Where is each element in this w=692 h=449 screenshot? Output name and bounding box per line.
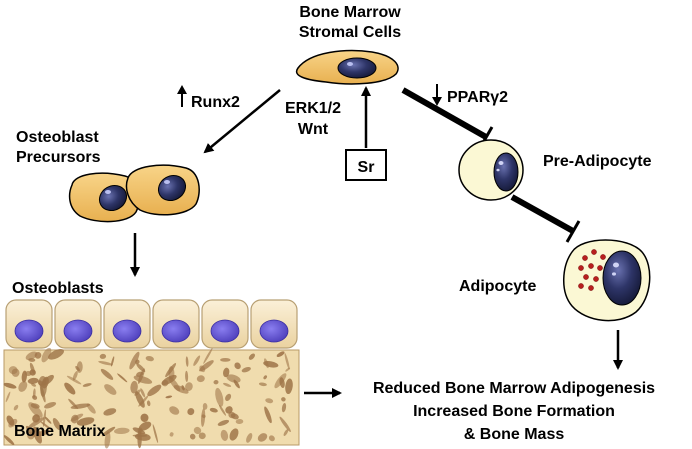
lipid-droplet-icon bbox=[591, 249, 597, 255]
osteoblast-cell bbox=[250, 299, 298, 349]
runx2-label: Runx2 bbox=[191, 94, 240, 111]
bmsc-title-line2: Stromal Cells bbox=[299, 24, 401, 41]
arrow-to-osteoblast-precursors bbox=[203, 89, 281, 154]
lipid-droplets bbox=[578, 249, 606, 291]
osteoblasts-label: Osteoblasts bbox=[12, 280, 104, 297]
sr-label: Sr bbox=[358, 159, 375, 176]
lipid-droplet-icon bbox=[588, 263, 594, 269]
osteoblast-precursors-line2: Precursors bbox=[16, 149, 101, 166]
lipid-droplet-icon bbox=[578, 265, 584, 271]
adipocyte-label: Adipocyte bbox=[459, 278, 536, 295]
lipid-droplet-icon bbox=[597, 265, 603, 271]
lipid-droplet-icon bbox=[600, 254, 606, 260]
osteoblast-precursor-cell bbox=[68, 172, 140, 223]
inhibition-to-adipocyte bbox=[510, 194, 581, 243]
osteoblast-precursors-line1: Osteoblast bbox=[16, 129, 99, 146]
pre-adipocyte-cell bbox=[458, 139, 524, 201]
ppar-down-arrow-icon bbox=[432, 84, 442, 106]
osteoblast-precursor-cell bbox=[125, 164, 200, 216]
bone-matrix-label: Bone Matrix bbox=[14, 423, 106, 440]
adipocyte-cell bbox=[563, 239, 651, 322]
osteoblast-cell bbox=[152, 299, 200, 349]
ppar-label: PPARγ2 bbox=[447, 89, 508, 106]
osteoblast-cell bbox=[201, 299, 249, 349]
pre-adipocyte-label: Pre-Adipocyte bbox=[543, 153, 652, 170]
lipid-droplet-icon bbox=[582, 255, 588, 261]
runx2-up-arrow-icon bbox=[177, 85, 187, 107]
lipid-droplet-icon bbox=[593, 276, 599, 282]
sr-box bbox=[345, 149, 387, 181]
outcome-line1: Reduced Bone Marrow Adipogenesis bbox=[373, 380, 655, 397]
osteoblast-cell bbox=[103, 299, 151, 349]
wnt-label: Wnt bbox=[298, 121, 329, 138]
lipid-droplet-icon bbox=[583, 274, 589, 280]
lipid-droplet-icon bbox=[578, 283, 584, 289]
outcome-line2: Increased Bone Formation bbox=[413, 403, 615, 420]
osteoblast-row bbox=[5, 299, 298, 349]
lipid-droplet-icon bbox=[588, 285, 594, 291]
bone-matrix bbox=[3, 347, 300, 449]
osteoblast-cell bbox=[54, 299, 102, 349]
osteoblast-cell bbox=[5, 299, 53, 349]
bmsc-title-line1: Bone Marrow bbox=[299, 4, 401, 21]
stromal-cell bbox=[295, 49, 399, 85]
erk-label: ERK1/2 bbox=[285, 100, 341, 117]
outcome-line3: & Bone Mass bbox=[464, 426, 565, 443]
